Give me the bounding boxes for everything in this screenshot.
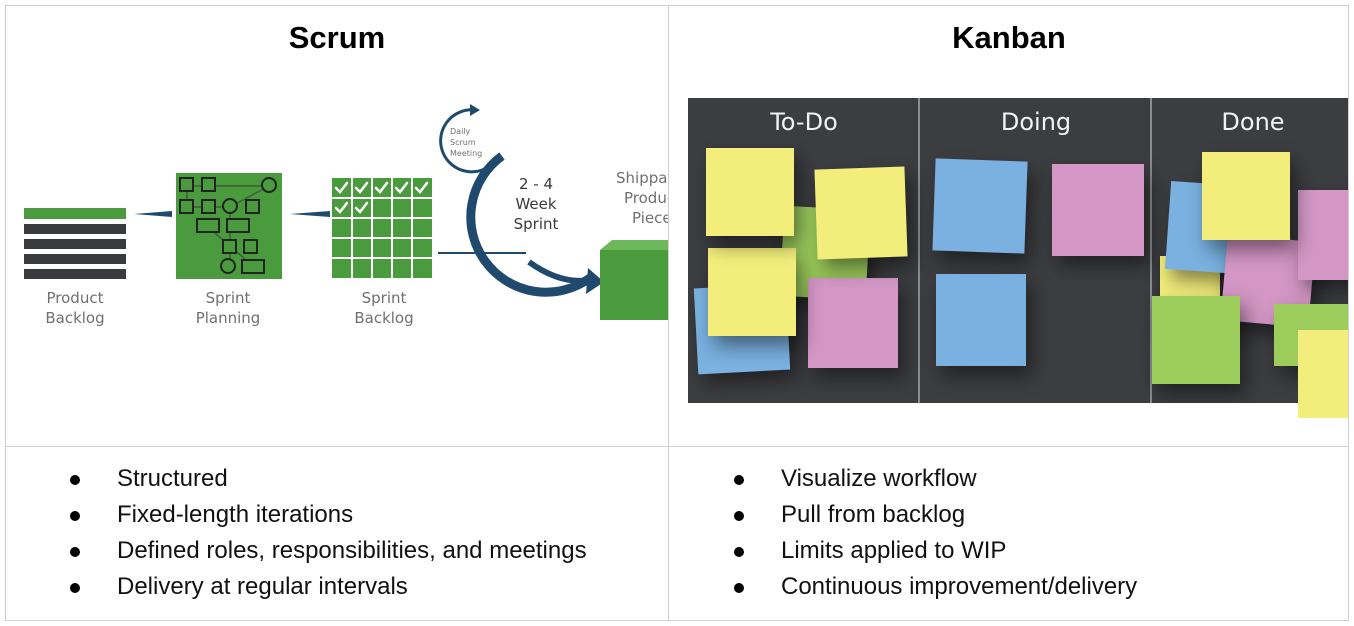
scrum-flow-graphic [24,104,668,320]
arrow-icon [134,211,172,217]
bullet-icon [70,547,80,557]
sticky-note [814,166,908,260]
list-item: Pull from backlog [734,497,1334,533]
table-divider-vertical [668,5,669,621]
table-border-top [5,5,1349,6]
bullet-icon [70,511,80,521]
bullet-icon [734,547,744,557]
list-item: Delivery at regular intervals [70,569,660,605]
comparison-table [5,5,1349,621]
shippable-product-label: Shippal Produc Piece [616,169,668,227]
table-border-right [1348,5,1349,621]
bullet-icon [734,475,744,485]
bullet-icon [70,583,80,593]
sticky-note [706,148,794,236]
arrow-icon [290,211,330,217]
sticky-note [1298,330,1348,418]
scrum-feature-list: Structured Fixed-length iterations Defin… [70,461,660,605]
list-item: Visualize workflow [734,461,1334,497]
sticky-note [936,274,1026,366]
sticky-note [808,278,898,368]
bullet-icon [70,475,80,485]
kanban-title: Kanban [952,20,1066,55]
kanban-feature-list: Visualize workflow Pull from backlog Lim… [734,461,1334,605]
table-border-left [5,5,6,621]
list-item: Limits applied to WIP [734,533,1334,569]
scrum-title: Scrum [288,20,386,55]
list-item: Continuous improvement/delivery [734,569,1334,605]
sticky-note [1052,164,1144,256]
column-divider [918,98,920,403]
list-item: Defined roles, responsibilities, and mee… [70,533,660,569]
bullet-icon [734,511,744,521]
product-backlog-icon [24,208,126,279]
bullet-icon [734,583,744,593]
sprint-backlog-icon [332,178,432,278]
column-header-done: Done [1221,108,1285,136]
sticky-note [1152,296,1240,384]
list-item: Structured [70,461,660,497]
column-header-doing: Doing [1000,108,1072,136]
daily-scrum-loop [439,108,498,174]
shippable-product-icon [600,240,668,320]
sticky-note [1298,190,1348,280]
table-border-bottom [5,620,1349,621]
table-divider-horizontal [5,446,1349,447]
column-divider [1150,98,1152,403]
column-header-todo: To-Do [770,108,838,136]
list-item: Fixed-length iterations [70,497,660,533]
kanban-board: To-Do Doing Done [688,98,1348,418]
sticky-note [1202,152,1290,240]
sprint-cycle-ring [466,152,593,297]
sticky-note [708,248,796,336]
kanban-board-area: To-Do Doing Done [688,98,1348,403]
sprint-planning-icon [176,173,282,279]
sticky-note [932,158,1028,254]
